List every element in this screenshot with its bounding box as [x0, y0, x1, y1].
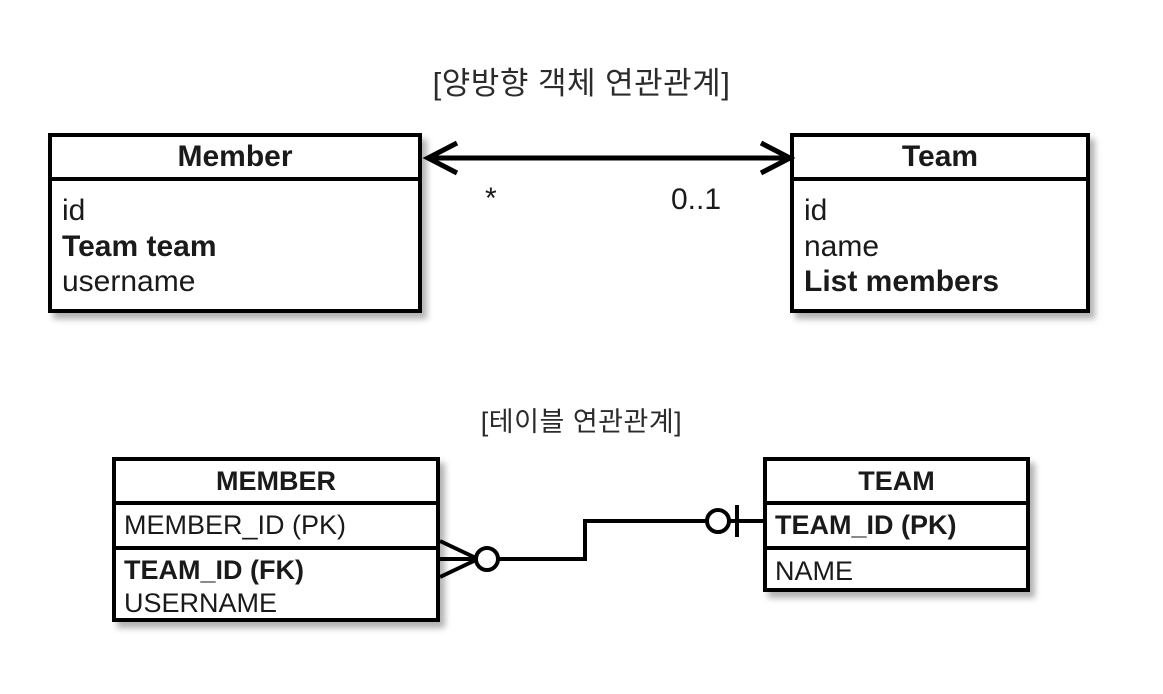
table-columns-section-team: NAME — [767, 550, 1026, 592]
column-row-pk: TEAM_ID (PK) — [775, 510, 957, 541]
table-name-team: TEAM — [767, 461, 1026, 505]
relationship-path — [495, 519, 763, 561]
class-attributes-member: id Team team username — [52, 181, 418, 309]
table-box-team[interactable]: TEAM TEAM_ID (PK) NAME — [763, 457, 1030, 592]
class-box-team[interactable]: Team id name List members — [790, 133, 1090, 313]
attribute-row: id — [804, 193, 828, 227]
attribute-row: username — [62, 265, 196, 299]
table-pk-section-member: MEMBER_ID (PK) — [116, 505, 436, 550]
attribute-row: Team team — [62, 229, 217, 263]
cardinality-zero-circle-icon — [474, 546, 500, 572]
association-line-member-team — [422, 140, 796, 176]
table-name-member: MEMBER — [116, 461, 436, 505]
column-row: USERNAME — [124, 587, 278, 618]
class-attributes-team: id name List members — [794, 181, 1086, 309]
table-box-member[interactable]: MEMBER MEMBER_ID (PK) TEAM_ID (FK) USERN… — [112, 457, 440, 622]
class-name-team: Team — [794, 137, 1086, 181]
attribute-row: List members — [804, 265, 1000, 299]
table-section-caption: [테이블 연관관계] — [480, 407, 683, 437]
column-row-pk: MEMBER_ID (PK) — [124, 510, 347, 541]
relationship-line-member-team — [439, 505, 763, 579]
table-columns-section-member: TEAM_ID (FK) USERNAME — [116, 550, 436, 622]
attribute-row: name — [804, 229, 880, 263]
attribute-row: id — [62, 193, 86, 227]
table-pk-section-team: TEAM_ID (PK) — [767, 505, 1026, 550]
open-arrowhead-right-icon — [759, 140, 796, 176]
object-section-caption: [양방향 객체 연관관계] — [432, 66, 731, 101]
column-row: TEAM_ID (FK) — [124, 555, 304, 586]
crows-foot-many-icon — [439, 539, 479, 579]
class-box-member[interactable]: Member id Team team username — [48, 133, 422, 313]
column-row: NAME — [775, 555, 854, 586]
class-name-member: Member — [52, 137, 418, 181]
cardinality-zero-circle-icon — [705, 508, 731, 534]
multiplicity-label-team-side: 0..1 — [671, 183, 722, 216]
open-arrowhead-left-icon — [422, 140, 459, 176]
multiplicity-label-member-side: * — [485, 182, 497, 215]
